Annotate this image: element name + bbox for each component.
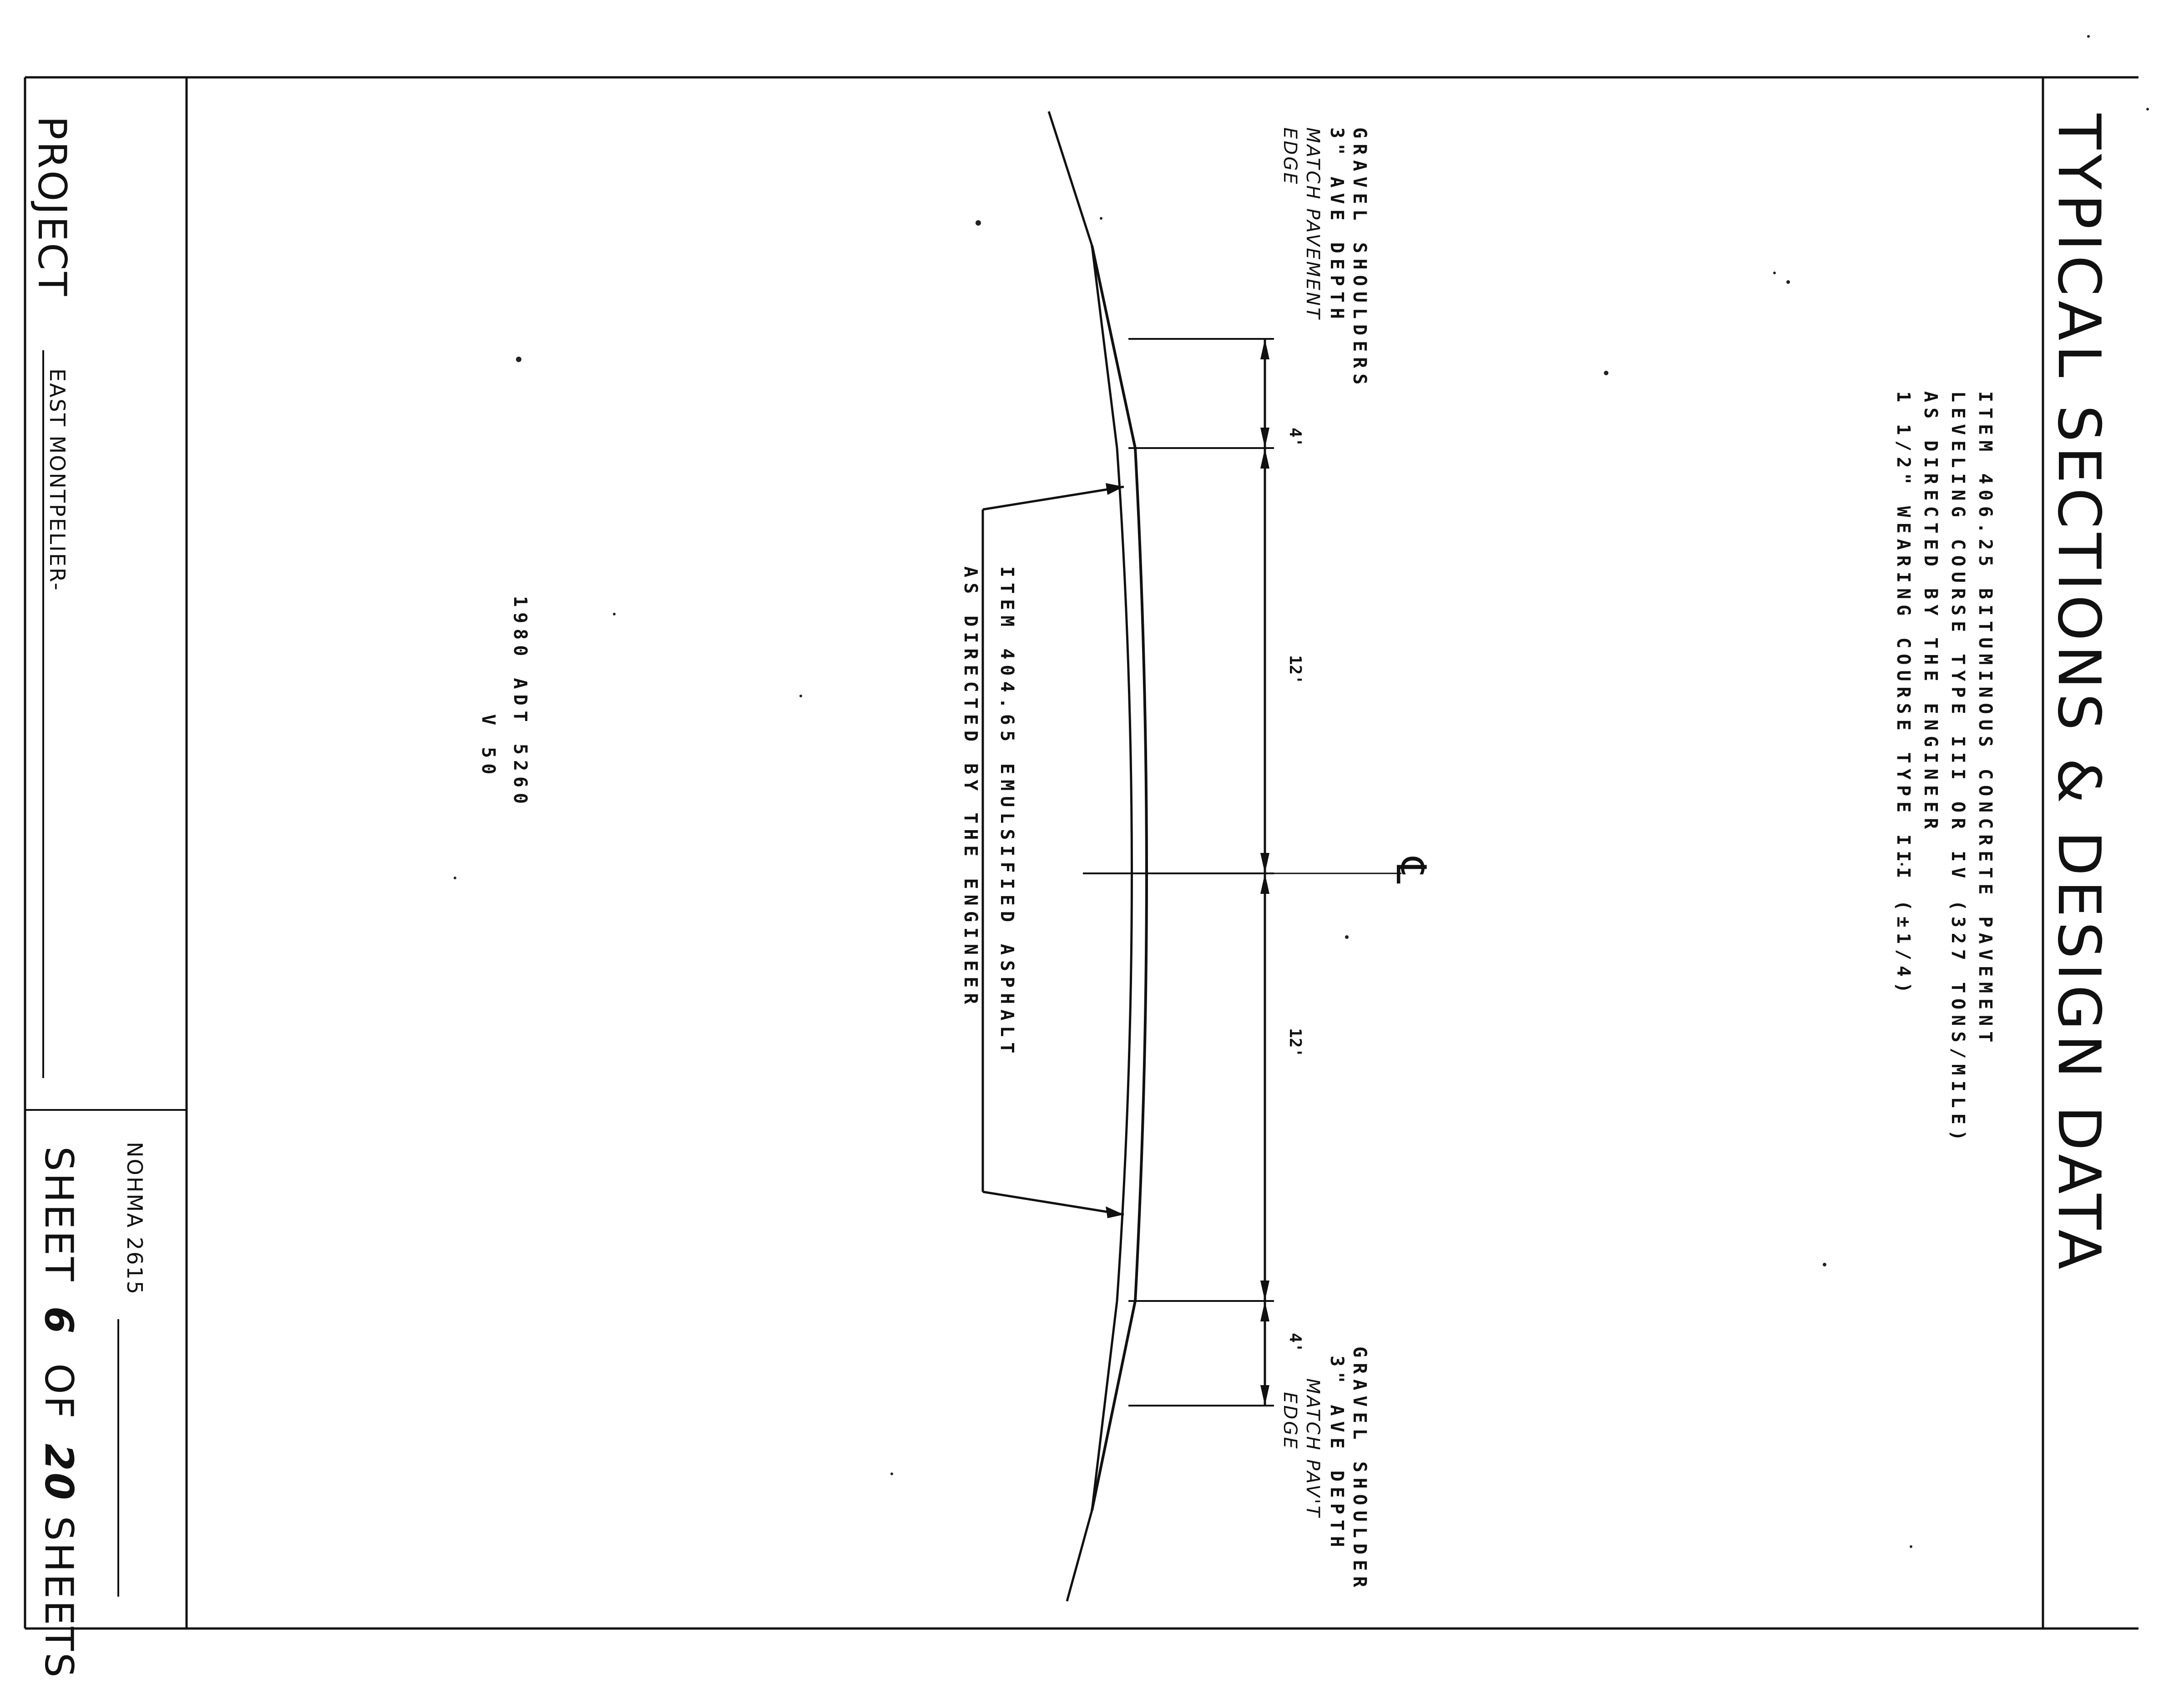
dim-right-shoulder: 4' xyxy=(1286,1333,1304,1352)
scan-specks xyxy=(454,35,2149,1548)
sheet-prefix: SHEET xyxy=(36,1146,81,1283)
title-block: PROJECT EAST MONTPELIER- NOHMA 2615 SHEE… xyxy=(29,116,147,1679)
left-shoulder-line-4: EDGE xyxy=(1279,127,1300,186)
left-shoulder-line-2: 3" AVE DEPTH xyxy=(1326,127,1347,324)
sheet-suffix: SHEETS xyxy=(36,1516,81,1679)
right-shoulder-note: GRAVEL SHOULDER 3" AVE DEPTH MATCH PAV'T… xyxy=(1279,1346,1370,1593)
sheet-of: OF xyxy=(36,1363,81,1420)
arrowhead xyxy=(1106,483,1124,495)
arrowhead xyxy=(1260,873,1269,894)
arrowhead xyxy=(1106,1206,1124,1218)
dim-left-shoulder: 4' xyxy=(1286,428,1304,447)
emulsion-note-line-2: AS DIRECTED BY THE ENGINEER xyxy=(960,566,981,1009)
right-shoulder-line-1: GRAVEL SHOULDER xyxy=(1349,1346,1370,1593)
pavement-note-line-2: LEVELING COURSE TYPE III OR IV (327 TONS… xyxy=(1947,391,1968,1146)
dim-left-lane: 12' xyxy=(1286,655,1304,685)
arrowhead xyxy=(1260,339,1269,359)
project-label: PROJECT xyxy=(29,116,75,298)
sheet-border xyxy=(24,76,2138,1630)
pavement-item-note: ITEM 406.25 BITUMINOUS CONCRETE PAVEMENT… xyxy=(1893,391,1996,1146)
arrowhead xyxy=(1260,1385,1269,1406)
sheet-total: 20 xyxy=(36,1444,81,1502)
emulsion-callout xyxy=(981,483,1124,1218)
project-name: EAST MONTPELIER- xyxy=(45,368,70,592)
pavement-note-line-1: ITEM 406.25 BITUMINOUS CONCRETE PAVEMENT xyxy=(1975,391,1996,1048)
drawing-title: TYPICAL SECTIONS & DESIGN DATA xyxy=(2045,113,2113,1274)
dimension-line xyxy=(1083,338,1274,1407)
centerline-symbol: ℄ xyxy=(1387,857,1435,884)
arrowhead xyxy=(1260,448,1269,469)
arrowhead xyxy=(1260,428,1269,448)
sheet-number: 6 xyxy=(36,1306,81,1336)
right-shoulder-line-3: MATCH PAV'T xyxy=(1302,1378,1323,1518)
dim-right-lane: 12' xyxy=(1286,1028,1304,1058)
project-number: NOHMA 2615 xyxy=(122,1142,147,1296)
left-shoulder-note: GRAVEL SHOULDERS 3" AVE DEPTH MATCH PAVE… xyxy=(1279,127,1370,390)
left-shoulder-line-3: MATCH PAVEMENT xyxy=(1302,127,1323,320)
pavement-note-line-3: AS DIRECTED BY THE ENGINEER xyxy=(1920,391,1941,834)
sheet-count: SHEET 6 OF 20 SHEETS xyxy=(36,1146,81,1679)
left-shoulder-line-1: GRAVEL SHOULDERS xyxy=(1349,127,1370,390)
pavement-note-line-4: 1 1/2" WEARING COURSE TYPE III (±1/4) xyxy=(1893,391,1914,998)
right-shoulder-line-2: 3" AVE DEPTH xyxy=(1326,1356,1347,1553)
emulsion-note-line-1: ITEM 404.65 EMULSIFIED ASPHALT xyxy=(996,566,1017,1059)
arrowhead xyxy=(1260,1281,1269,1301)
arrowhead xyxy=(1260,853,1269,873)
centerline: ℄ xyxy=(1083,857,1435,884)
design-speed: V 50 xyxy=(478,714,499,780)
road-cross-section xyxy=(1047,111,1148,1602)
design-adt: 1980 ADT 5260 xyxy=(510,596,531,809)
arrowhead xyxy=(1260,1301,1269,1321)
right-shoulder-line-4: EDGE xyxy=(1279,1392,1300,1450)
